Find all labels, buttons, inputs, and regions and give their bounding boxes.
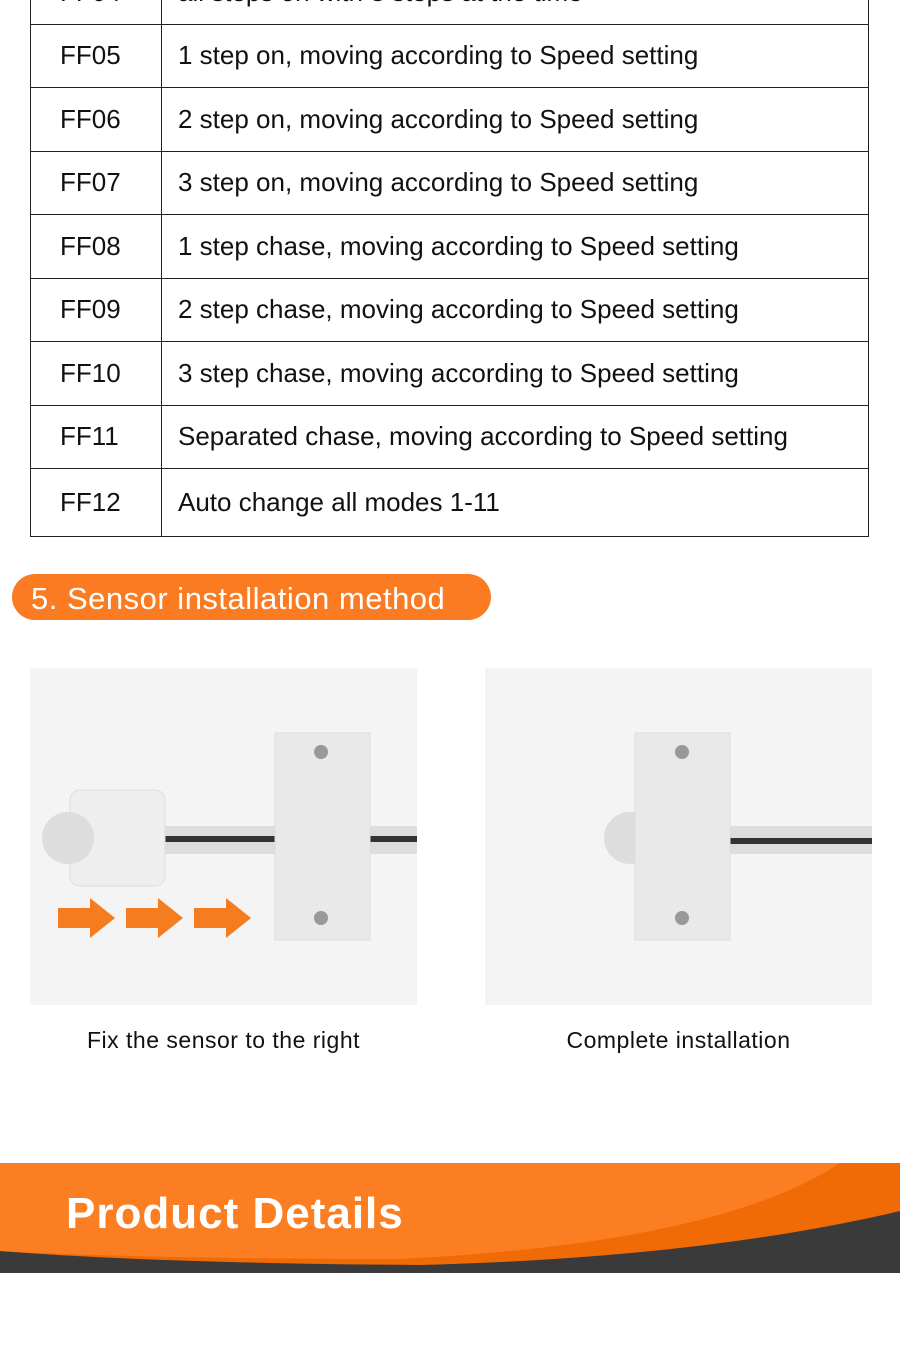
mode-code: FF06 [30,87,162,152]
mode-code: FF04 [30,0,162,25]
mode-code: FF10 [30,341,162,406]
mode-code: FF11 [30,404,162,469]
mode-description: 1 step chase, moving according to Speed … [161,214,869,279]
product-details-banner: Product Details [0,1163,900,1273]
caption-complete: Complete installation [566,1027,791,1053]
mode-description: 2 step chase, moving according to Speed … [161,277,869,342]
mode-code: FF07 [30,150,162,215]
mode-description: 3 step on, moving according to Speed set… [161,150,869,215]
sensor-install-illustration [42,732,417,941]
section-heading: 5. Sensor installation method [12,574,491,620]
mode-table: FF04all steps on with 3 steps at the tim… [30,0,869,537]
photo-fix-sensor [30,668,417,1005]
sensor-installed-illustration [604,732,872,941]
caption-fix: Fix the sensor to the right [86,1027,360,1053]
mode-description: 2 step on, moving according to Speed set… [161,87,869,152]
mode-description: Separated chase, moving according to Spe… [161,404,869,469]
mode-description: 3 step chase, moving according to Speed … [161,341,869,406]
mode-description: all steps on with 3 steps at the time [161,0,869,25]
banner-title: Product Details [66,1189,404,1238]
photo-complete [485,668,872,1005]
mode-code: FF05 [30,23,162,88]
table-row: FF04all steps on with 3 steps at the tim… [30,0,869,25]
arrow-icons [58,898,251,938]
mode-description: 1 step on, moving according to Speed set… [161,23,869,88]
mode-code: FF09 [30,277,162,342]
mode-code: FF12 [30,468,162,537]
mode-code: FF08 [30,214,162,279]
mode-description: Auto change all modes 1-11 [161,468,869,537]
